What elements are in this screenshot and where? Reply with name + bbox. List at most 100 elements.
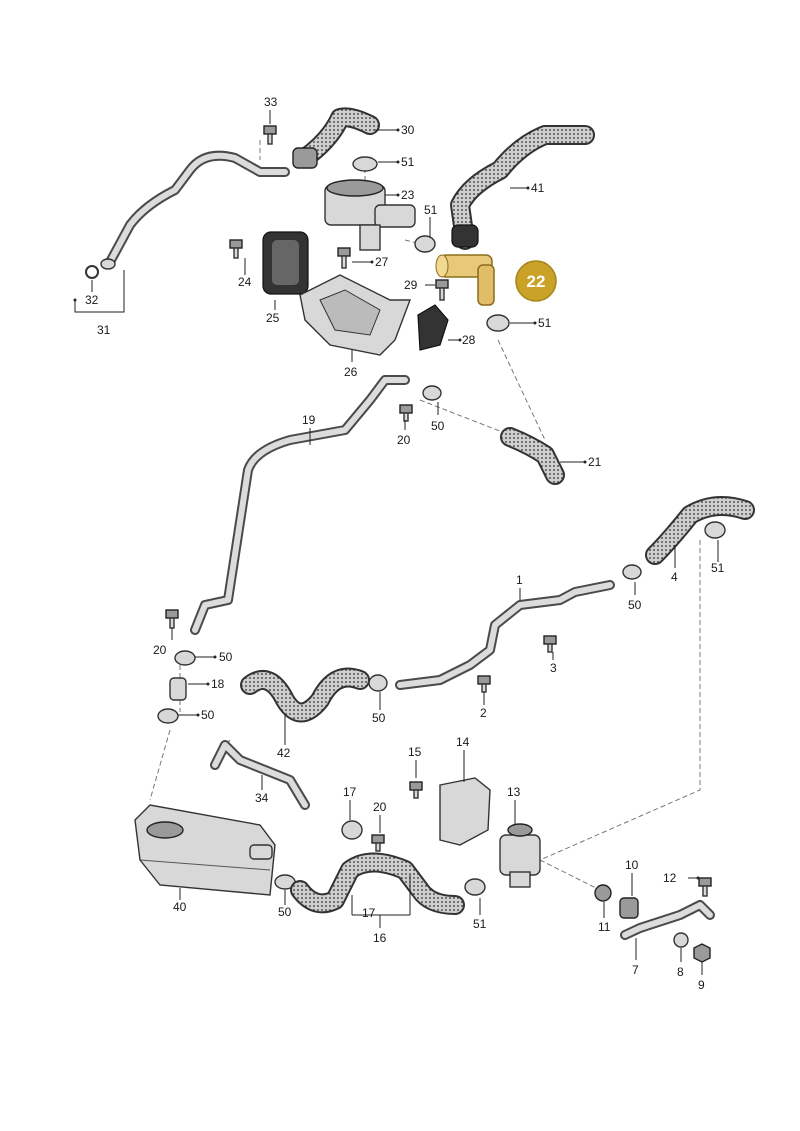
label-8: 8 [677,965,684,979]
grommet-11 [594,884,612,902]
clamp-50-pipe1 [622,564,642,580]
label-20b: 20 [153,643,167,657]
clamp-51-hose4 [704,521,726,539]
label-50c: 50 [219,650,233,664]
coolant-pipe-31 [100,150,290,270]
label-32: 32 [85,293,99,307]
washer-8 [673,932,689,948]
coolant-pipe-19 [190,375,410,635]
label-51d: 51 [711,561,725,575]
bolt-20-lower [371,834,385,852]
bolt-20-upper [399,404,413,422]
label-3: 3 [550,661,557,675]
label-17b: 17 [362,906,376,920]
label-4: 4 [671,570,678,584]
leader-lines [74,110,719,975]
assembly-lines [149,140,701,891]
label-20c: 20 [373,800,387,814]
label-51a: 51 [401,155,415,169]
oil-cooler-40 [134,804,276,896]
highlight-badge [515,260,557,302]
label-28: 28 [462,333,476,347]
label-27: 27 [375,255,389,269]
clamp-50-upper [422,385,442,401]
coolant-pump-23 [324,179,416,251]
label-40: 40 [173,900,187,914]
valve-13 [499,823,541,888]
bolt-15 [409,781,423,799]
clamp-17 [341,820,363,840]
hose-16 [290,852,465,915]
clamp-51-top [352,156,378,172]
hose-4 [645,496,755,565]
label-24: 24 [238,275,252,289]
label-29: 29 [404,278,418,292]
label-18: 18 [211,677,225,691]
label-30: 30 [401,123,415,137]
label-26: 26 [344,365,358,379]
label-50d: 50 [201,708,215,722]
bolt-3 [543,635,557,653]
clamp-50-left-a [174,650,196,666]
label-9: 9 [698,978,705,992]
label-42: 42 [277,746,291,760]
label-2: 2 [480,706,487,720]
damper-28 [417,304,449,351]
bolt-29 [435,279,449,301]
bolt-24 [229,239,243,259]
label-51c: 51 [538,316,552,330]
label-11: 11 [598,920,611,934]
hose-21 [500,427,565,485]
heat-shield-14 [439,777,491,846]
label-12: 12 [663,871,677,885]
label-50a: 50 [431,419,445,433]
label-50e: 50 [372,711,386,725]
highlight-badge-label: 22 [527,272,546,291]
label-23: 23 [401,188,415,202]
clamp-51-right [486,314,510,332]
label-51b: 51 [424,203,438,217]
hose-41 [450,125,595,250]
bolt-2 [477,675,491,693]
label-14: 14 [456,735,470,749]
label-33: 33 [264,95,278,109]
leader-dots [73,128,700,880]
hose-42 [240,667,370,723]
coolant-pipe-1 [395,580,615,690]
bolt-27 [337,247,351,269]
bolt-33 [263,125,277,145]
part-labels: 33 30 51 23 41 51 24 27 29 32 31 25 28 5… [85,95,725,992]
clamp-50-hose42 [368,674,388,692]
label-17a: 17 [343,785,357,799]
label-13: 13 [507,785,521,799]
clamp-51-pump [414,235,436,253]
label-50f: 50 [278,905,292,919]
label-25: 25 [266,311,280,325]
hose-18 [169,677,187,701]
label-50b: 50 [628,598,642,612]
label-21: 21 [588,455,602,469]
label-16: 16 [373,931,387,945]
bolt-12 [698,877,712,897]
clamp-51-lower [464,878,486,896]
label-15: 15 [408,745,422,759]
pipe-end [100,258,116,270]
label-51e: 51 [473,917,487,931]
mount-10 [619,897,639,919]
nut-9 [693,943,711,963]
bolt-20-left [165,609,179,629]
label-31: 31 [97,323,111,337]
hose-30 [292,107,380,169]
label-19: 19 [302,413,316,427]
label-41: 41 [531,181,545,195]
label-7: 7 [632,963,639,977]
clamp-50-left-b [157,708,179,724]
label-1: 1 [516,573,523,587]
label-20a: 20 [397,433,411,447]
label-34: 34 [255,791,269,805]
o-ring-32 [85,265,99,279]
t-connector-22 [435,254,495,306]
label-10: 10 [625,858,639,872]
